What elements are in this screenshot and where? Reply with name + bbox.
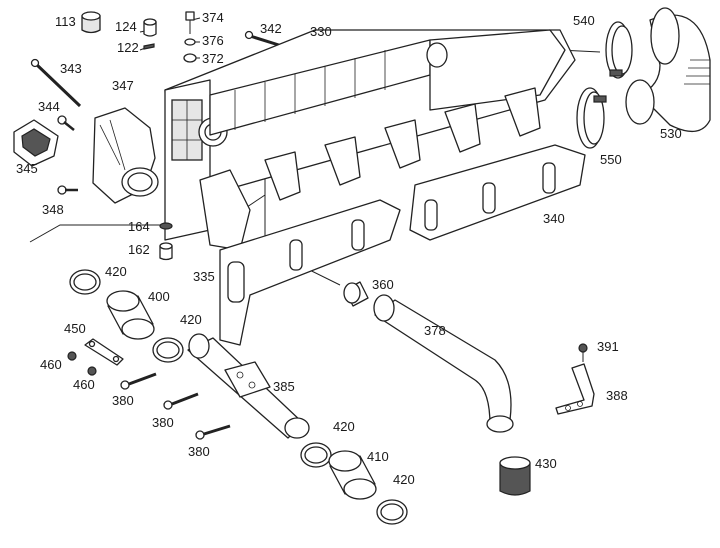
label-460-a: 460 bbox=[40, 357, 62, 372]
part-347-housing bbox=[92, 107, 159, 204]
part-400-hose bbox=[106, 290, 155, 340]
label-460-b: 460 bbox=[73, 377, 95, 392]
label-380-b: 380 bbox=[152, 415, 174, 430]
label-540: 540 bbox=[573, 13, 595, 28]
label-391: 391 bbox=[597, 339, 619, 354]
part-345-filter bbox=[13, 119, 59, 167]
label-420-d: 420 bbox=[393, 472, 415, 487]
part-113-cap bbox=[81, 11, 101, 34]
label-420-a: 420 bbox=[105, 264, 127, 279]
label-380-a: 380 bbox=[112, 393, 134, 408]
part-360-sleeve bbox=[343, 281, 369, 307]
part-372-seal bbox=[183, 53, 197, 63]
label-162: 162 bbox=[128, 242, 150, 257]
part-340-gasket bbox=[409, 144, 586, 241]
part-162-plug bbox=[159, 242, 173, 261]
label-360: 360 bbox=[372, 277, 394, 292]
label-344: 344 bbox=[38, 99, 60, 114]
part-374-screw bbox=[185, 11, 195, 34]
part-376-washer bbox=[184, 38, 196, 46]
label-385: 385 bbox=[273, 379, 295, 394]
label-420-c: 420 bbox=[333, 419, 355, 434]
part-385-pipe bbox=[187, 333, 310, 439]
label-330: 330 bbox=[310, 24, 332, 39]
part-388-bracket bbox=[555, 363, 595, 415]
part-344-screw bbox=[57, 115, 75, 131]
part-420-clamp-d bbox=[376, 499, 408, 525]
label-164: 164 bbox=[128, 219, 150, 234]
part-530-elbow-pipe bbox=[625, 7, 711, 132]
label-550: 550 bbox=[600, 152, 622, 167]
part-410-hose bbox=[328, 450, 377, 500]
label-345: 345 bbox=[16, 161, 38, 176]
part-348-screw bbox=[57, 185, 78, 195]
label-372: 372 bbox=[202, 51, 224, 66]
label-376: 376 bbox=[202, 33, 224, 48]
part-460-screw-b bbox=[87, 366, 97, 376]
part-330-egr-cooler-manifold bbox=[164, 29, 576, 251]
part-380-bolt-b bbox=[163, 392, 199, 410]
part-380-bolt-c bbox=[195, 424, 231, 440]
part-450-bracket bbox=[84, 338, 124, 366]
label-400: 400 bbox=[148, 289, 170, 304]
part-420-clamp-a bbox=[69, 269, 101, 295]
part-164-washer bbox=[159, 222, 173, 230]
part-122-clip bbox=[143, 43, 155, 50]
label-378: 378 bbox=[424, 323, 446, 338]
part-335-gasket bbox=[219, 199, 401, 346]
label-530: 530 bbox=[660, 126, 682, 141]
label-124: 124 bbox=[115, 19, 137, 34]
label-450: 450 bbox=[64, 321, 86, 336]
part-342-bolt bbox=[244, 30, 283, 48]
label-340: 340 bbox=[543, 211, 565, 226]
label-335: 335 bbox=[193, 269, 215, 284]
part-420-clamp-c bbox=[300, 442, 332, 468]
part-540-clamp bbox=[605, 21, 633, 79]
part-378-pipe bbox=[373, 294, 514, 433]
label-420-b: 420 bbox=[180, 312, 202, 327]
part-380-bolt-a bbox=[120, 372, 157, 390]
part-number-labels: 113 124 374 342 330 540 122 376 372 343 … bbox=[16, 10, 682, 487]
label-430: 430 bbox=[535, 456, 557, 471]
label-343: 343 bbox=[60, 61, 82, 76]
part-343-bolt bbox=[30, 58, 82, 108]
label-342: 342 bbox=[260, 21, 282, 36]
label-348: 348 bbox=[42, 202, 64, 217]
label-347: 347 bbox=[112, 78, 134, 93]
part-430-sleeve bbox=[499, 456, 531, 496]
part-391-screw bbox=[578, 343, 588, 362]
label-380-c: 380 bbox=[188, 444, 210, 459]
label-113: 113 bbox=[55, 14, 76, 29]
label-410: 410 bbox=[367, 449, 389, 464]
label-388: 388 bbox=[606, 388, 628, 403]
part-550-clamp bbox=[576, 87, 607, 149]
label-122: 122 bbox=[117, 40, 139, 55]
part-420-clamp-b bbox=[152, 337, 184, 363]
label-374: 374 bbox=[202, 10, 224, 25]
part-460-screw-a bbox=[67, 351, 77, 361]
part-124-plug bbox=[143, 18, 157, 37]
